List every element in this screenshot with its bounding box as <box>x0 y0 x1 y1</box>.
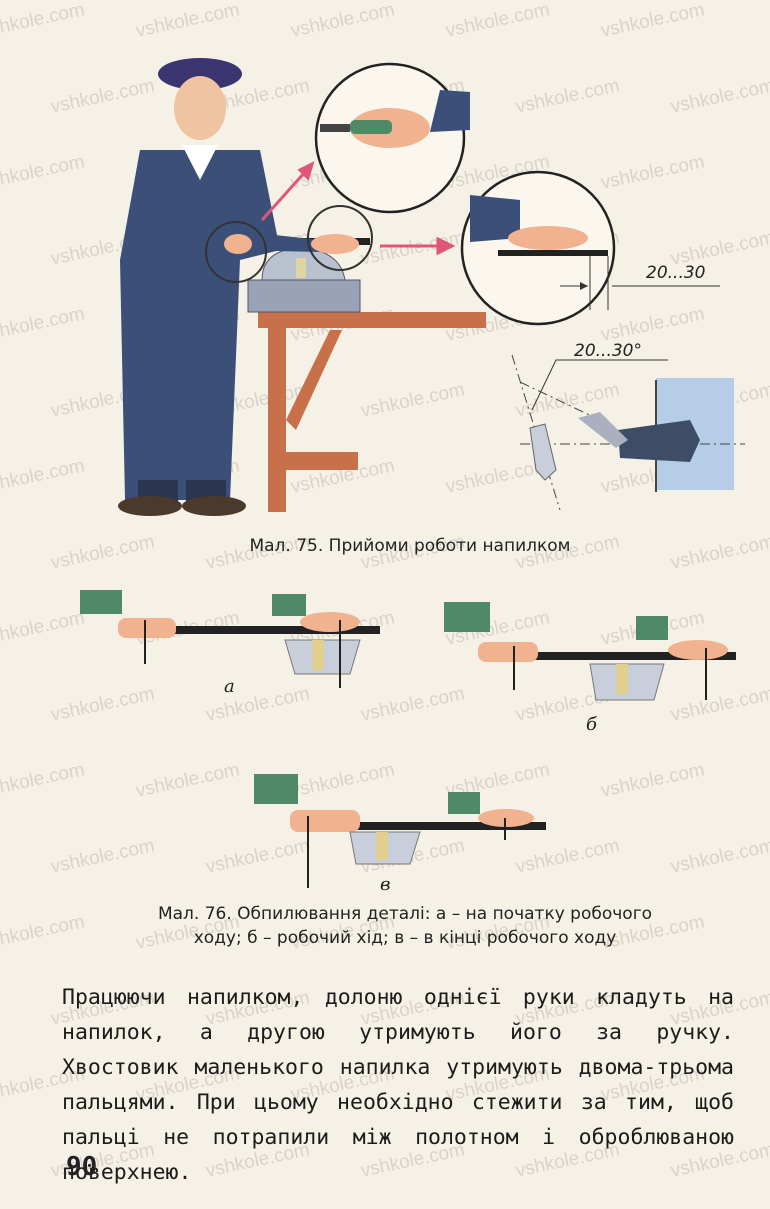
callout-arrows <box>260 161 456 256</box>
dim-offset-label: 20...30 <box>646 263 705 283</box>
body-paragraph: Працюючи напилком, долоню однієї руки кл… <box>62 984 734 1185</box>
panel-a-label: а <box>224 676 235 697</box>
detail-view-palm <box>460 170 720 326</box>
figure-75-caption: Мал. 75. Прийоми роботи напилком <box>249 536 571 556</box>
figure-76-illustration <box>80 590 736 888</box>
figure-75-illustration: 20...30 20...30° <box>118 58 745 516</box>
workbench <box>258 312 486 512</box>
vise <box>247 247 361 313</box>
panel-c-label: в <box>380 874 391 895</box>
angle-diagram <box>511 354 745 511</box>
panel-b <box>444 602 736 701</box>
dim-angle-label: 20...30° <box>574 341 642 361</box>
detail-view-grip <box>314 62 470 214</box>
detail-circle-tip <box>307 205 373 271</box>
figure-76-caption-line2: ходу; б – робочий хід; в – в кінці робоч… <box>193 928 617 948</box>
detail-circle-handle <box>205 221 267 283</box>
panel-b-label: б <box>586 714 597 735</box>
panel-c <box>254 774 546 888</box>
panel-a <box>80 590 380 688</box>
worker-figure <box>118 58 359 516</box>
page-number: 90 <box>66 1152 98 1182</box>
figure-76-caption-line1: Мал. 76. Обпилювання деталі: а – на поча… <box>157 904 653 924</box>
